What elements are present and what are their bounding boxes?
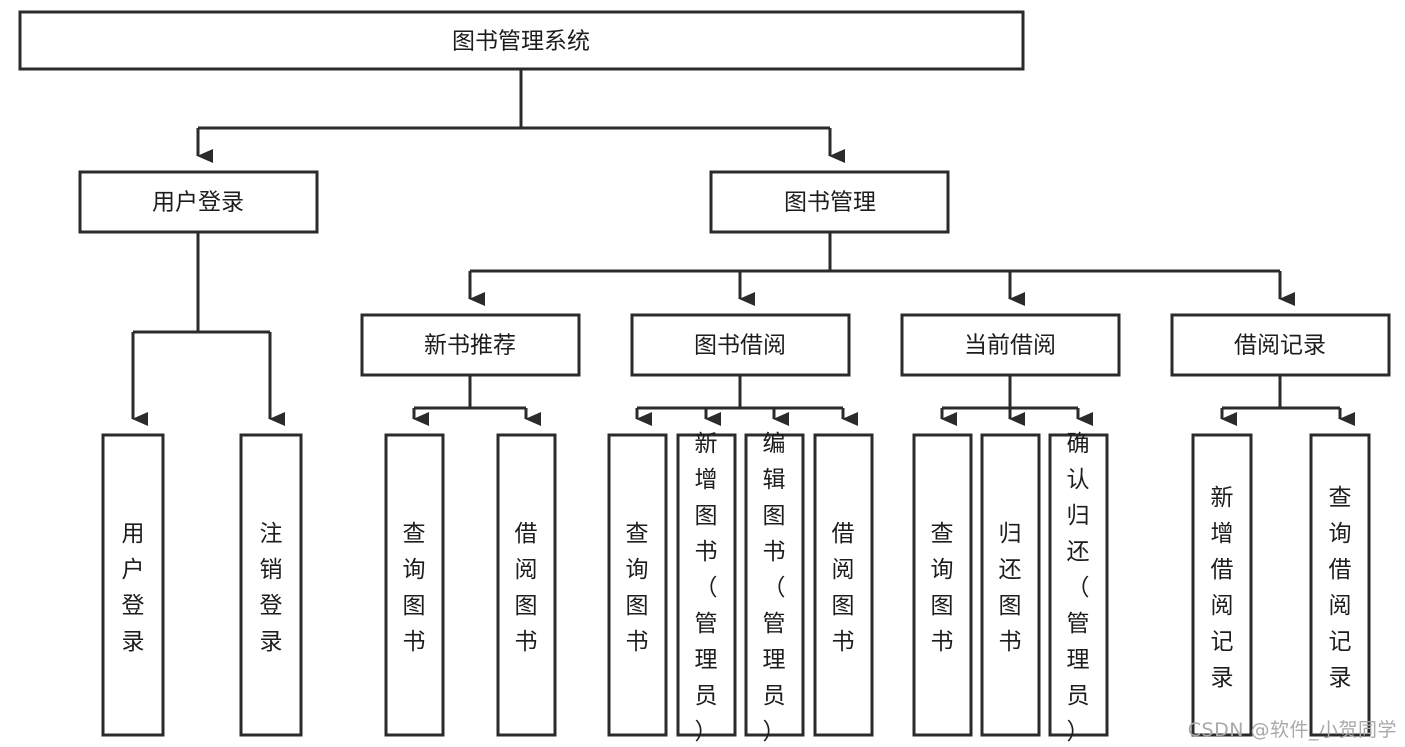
node-leaf-return-book-box[interactable] bbox=[980, 433, 1041, 737]
node-leaf-edit-book-admin-label: 编辑图书（管理员） bbox=[763, 431, 786, 745]
connectors-user-login-to-leaves bbox=[131, 232, 285, 426]
node-leaf-borrow-book-2[interactable]: 借阅图书 bbox=[813, 433, 874, 737]
node-root-label: 图书管理系统 bbox=[452, 29, 590, 55]
node-new-book-recommend-label: 新书推荐 bbox=[424, 333, 516, 359]
csdn-watermark: CSDN @软件_小贺同学 bbox=[1187, 719, 1397, 741]
node-new-book-recommend-box[interactable] bbox=[360, 313, 581, 377]
node-leaf-query-borrow-record-label: 查询借阅记录 bbox=[1329, 485, 1352, 691]
node-leaf-add-borrow-record-label: 新增借阅记录 bbox=[1211, 485, 1234, 691]
node-leaf-query-book-3-box[interactable] bbox=[912, 433, 973, 737]
node-leaf-query-book-2-box[interactable] bbox=[607, 433, 668, 737]
node-leaf-query-book-1[interactable]: 查询图书 bbox=[384, 433, 445, 737]
node-leaf-logout-login-label: 注销登录 bbox=[260, 521, 283, 655]
node-leaf-query-book-1-box[interactable] bbox=[384, 433, 445, 737]
node-leaf-logout-login[interactable]: 注销登录 bbox=[239, 433, 303, 737]
node-leaf-borrow-book-2-box[interactable] bbox=[813, 433, 874, 737]
node-leaf-user-login[interactable]: 用户登录 bbox=[101, 433, 165, 737]
node-root[interactable]: 图书管理系统 bbox=[18, 10, 1025, 71]
node-leaf-borrow-book-2-label: 借阅图书 bbox=[832, 521, 855, 655]
node-leaf-logout-login-box[interactable] bbox=[239, 433, 303, 737]
node-leaf-add-book-admin[interactable]: 新增图书（管理员） bbox=[676, 431, 737, 745]
node-leaf-return-book[interactable]: 归还图书 bbox=[980, 433, 1041, 737]
node-current-borrow-label: 当前借阅 bbox=[964, 333, 1056, 359]
node-leaf-add-book-admin-label: 新增图书（管理员） bbox=[695, 431, 718, 745]
connectors-current-borrow-to-leaves bbox=[940, 375, 1093, 426]
node-leaf-query-book-1-label: 查询图书 bbox=[403, 521, 426, 655]
node-user-login[interactable]: 用户登录 bbox=[78, 170, 319, 234]
node-user-login-box[interactable] bbox=[78, 170, 319, 234]
node-book-management-label: 图书管理 bbox=[784, 190, 876, 216]
connectors-new-book-recommend-to-leaves bbox=[412, 375, 541, 426]
node-leaf-query-book-2[interactable]: 查询图书 bbox=[607, 433, 668, 737]
node-leaf-query-book-3-label: 查询图书 bbox=[931, 521, 954, 655]
node-leaf-user-login-box[interactable] bbox=[101, 433, 165, 737]
node-leaf-confirm-return-admin-label: 确认归还（管理员） bbox=[1067, 431, 1090, 745]
node-book-management-box[interactable] bbox=[709, 170, 950, 234]
node-leaf-query-borrow-record-box[interactable] bbox=[1309, 433, 1371, 737]
node-leaf-edit-book-admin-box[interactable] bbox=[744, 433, 805, 737]
node-book-borrow-label: 图书借阅 bbox=[694, 333, 786, 359]
node-leaf-add-book-admin-box[interactable] bbox=[676, 433, 737, 737]
node-book-borrow-box[interactable] bbox=[630, 313, 851, 377]
node-leaf-confirm-return-admin-box[interactable] bbox=[1048, 433, 1109, 737]
node-leaf-confirm-return-admin[interactable]: 确认归还（管理员） bbox=[1048, 431, 1109, 745]
node-new-book-recommend[interactable]: 新书推荐 bbox=[360, 313, 581, 377]
connectors-borrow-record-to-leaves bbox=[1220, 375, 1355, 426]
node-leaf-borrow-book-1[interactable]: 借阅图书 bbox=[496, 433, 557, 737]
connectors-book-management-to-level3 bbox=[468, 232, 1295, 306]
connectors-root-to-level2 bbox=[196, 69, 845, 163]
node-book-borrow[interactable]: 图书借阅 bbox=[630, 313, 851, 377]
node-leaf-query-book-2-label: 查询图书 bbox=[626, 521, 649, 655]
node-leaf-edit-book-admin[interactable]: 编辑图书（管理员） bbox=[744, 431, 805, 745]
node-borrow-record[interactable]: 借阅记录 bbox=[1170, 313, 1391, 377]
node-current-borrow[interactable]: 当前借阅 bbox=[900, 313, 1121, 377]
node-borrow-record-box[interactable] bbox=[1170, 313, 1391, 377]
node-leaf-query-book-3[interactable]: 查询图书 bbox=[912, 433, 973, 737]
node-leaf-return-book-label: 归还图书 bbox=[999, 521, 1022, 655]
node-leaf-borrow-book-1-label: 借阅图书 bbox=[515, 521, 538, 655]
node-leaf-add-borrow-record-box[interactable] bbox=[1191, 433, 1253, 737]
connectors-book-borrow-to-leaves bbox=[635, 375, 858, 426]
node-leaf-add-borrow-record[interactable]: 新增借阅记录 bbox=[1191, 433, 1253, 737]
node-leaf-query-borrow-record[interactable]: 查询借阅记录 bbox=[1309, 433, 1371, 737]
node-borrow-record-label: 借阅记录 bbox=[1234, 333, 1326, 359]
node-current-borrow-box[interactable] bbox=[900, 313, 1121, 377]
node-leaf-borrow-book-1-box[interactable] bbox=[496, 433, 557, 737]
node-root-box[interactable] bbox=[18, 10, 1025, 71]
node-book-management[interactable]: 图书管理 bbox=[709, 170, 950, 234]
node-leaf-user-login-label: 用户登录 bbox=[122, 521, 145, 655]
node-user-login-label: 用户登录 bbox=[152, 190, 244, 216]
